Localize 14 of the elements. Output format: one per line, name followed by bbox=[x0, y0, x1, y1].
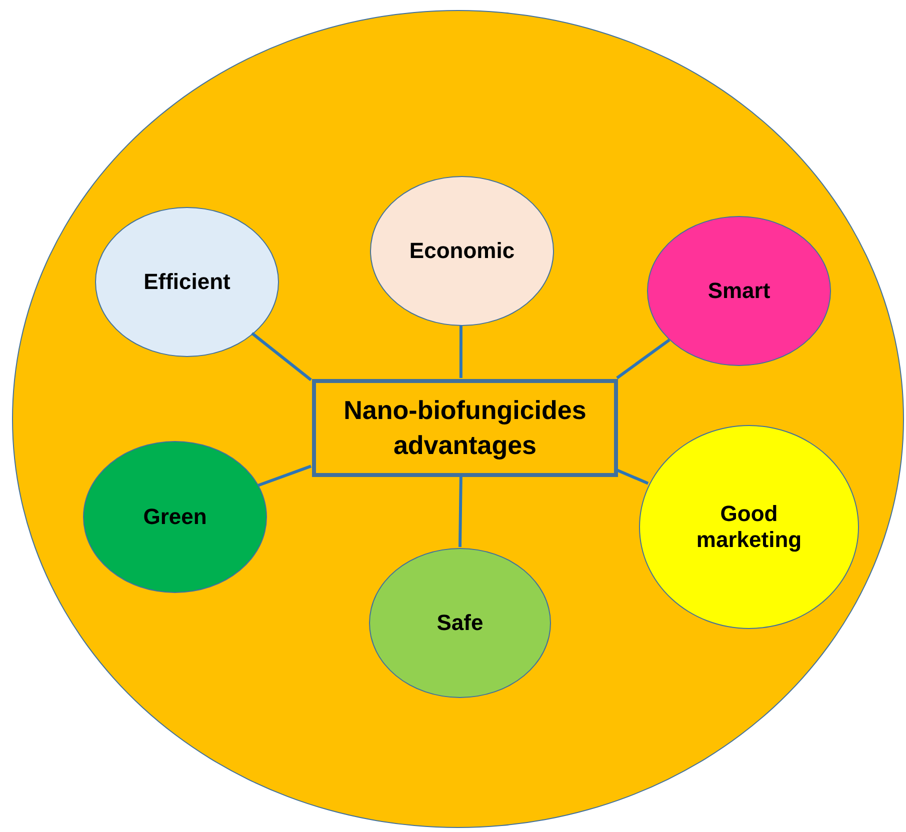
node-label: Safe bbox=[436, 610, 484, 636]
node-label: Smart bbox=[708, 278, 770, 304]
node-label: Good marketing bbox=[695, 501, 803, 553]
connector-line bbox=[258, 464, 312, 487]
connector-line bbox=[251, 332, 312, 382]
title-box bbox=[312, 379, 618, 477]
connector-line bbox=[616, 338, 670, 380]
node-label: Green bbox=[143, 504, 207, 530]
node-label: Economic bbox=[409, 238, 515, 264]
connector-line bbox=[459, 325, 462, 378]
node-label: Nano-biofungicides advantages bbox=[342, 394, 588, 462]
connector-line bbox=[616, 468, 649, 485]
node-label: Efficient bbox=[144, 269, 230, 295]
connector-line bbox=[458, 476, 462, 548]
